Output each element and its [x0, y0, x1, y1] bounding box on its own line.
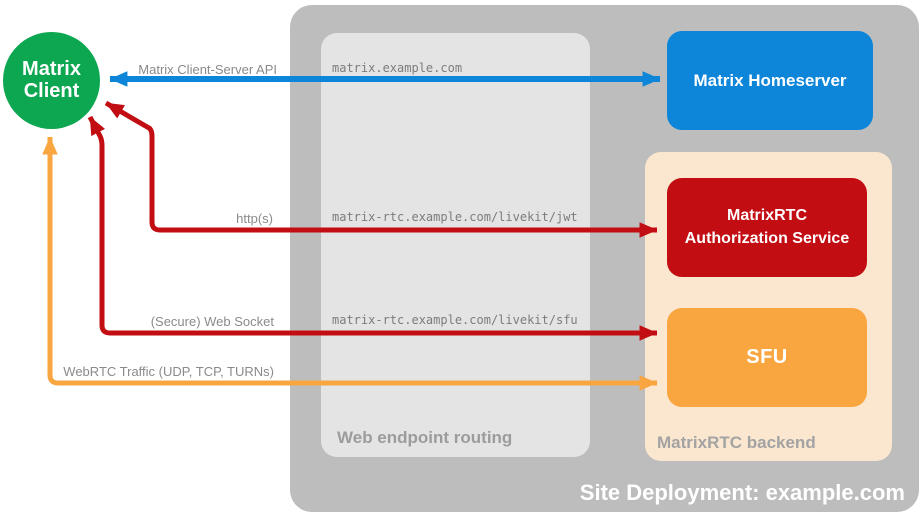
matrixrtc-backend-label: MatrixRTC backend	[657, 433, 816, 452]
web-endpoint-routing-label: Web endpoint routing	[337, 428, 513, 447]
client-server-api-label: Matrix Client-Server API	[138, 62, 277, 77]
endpoint-livekit-jwt: matrix-rtc.example.com/livekit/jwt	[332, 210, 578, 224]
matrix-client-node: Matrix Client	[3, 32, 100, 129]
websocket-label: (Secure) Web Socket	[150, 314, 274, 329]
endpoint-matrix-example: matrix.example.com	[332, 61, 463, 75]
matrixrtc-authorization-service-node: MatrixRTC Authorization Service	[667, 178, 867, 277]
webrtc-traffic-label: WebRTC Traffic (UDP, TCP, TURNs)	[63, 364, 274, 379]
sfu-node: SFU	[667, 308, 867, 407]
https-label: http(s)	[236, 211, 273, 226]
web-endpoint-routing-box: Web endpoint routing	[321, 33, 590, 457]
matrix-client-label: Matrix Client	[22, 57, 81, 102]
endpoint-livekit-sfu: matrix-rtc.example.com/livekit/sfu	[332, 313, 578, 327]
matrix-homeserver-node: Matrix Homeserver	[667, 31, 873, 130]
matrixrtc-authorization-service-label: MatrixRTC Authorization Service	[684, 206, 850, 247]
sfu-label: SFU	[746, 346, 788, 368]
site-deployment-label: Site Deployment: example.com	[579, 480, 905, 505]
matrix-homeserver-label: Matrix Homeserver	[693, 70, 847, 90]
